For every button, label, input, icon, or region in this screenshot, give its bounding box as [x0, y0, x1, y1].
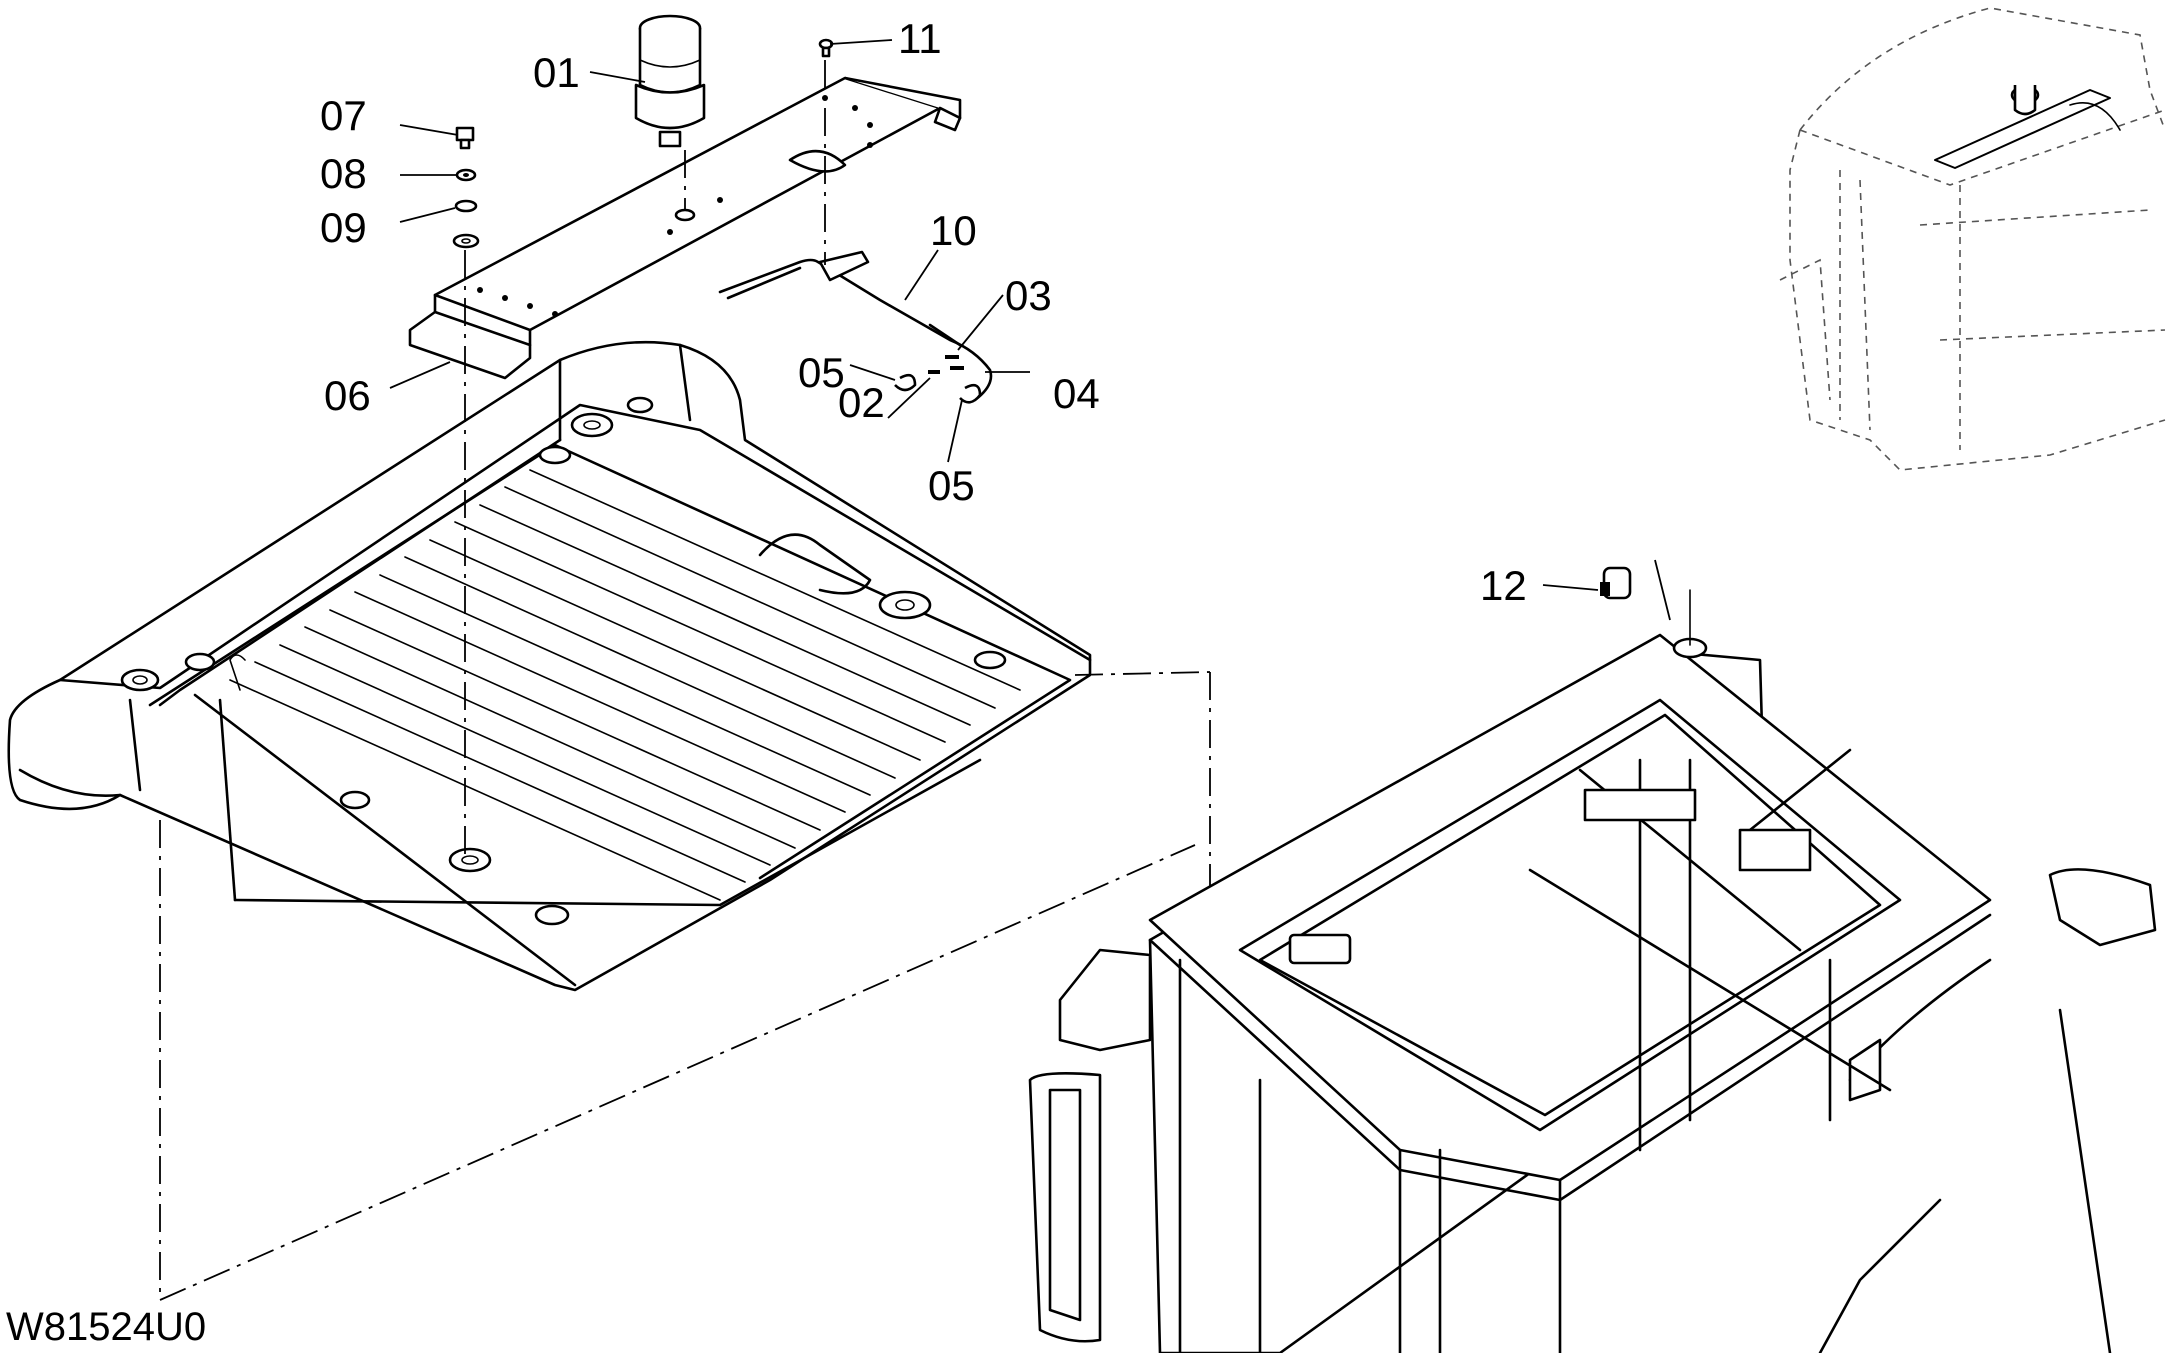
callout-05-lower: 05 [928, 462, 975, 509]
mounting-bracket [408, 76, 962, 380]
callout-06: 06 [324, 372, 371, 419]
cab-roof-panel [7, 340, 1092, 992]
bulb-socket [1600, 566, 1632, 600]
bolt-washer-stack [452, 126, 480, 249]
callout-11: 11 [898, 15, 942, 62]
screw [818, 38, 834, 58]
bracket-holes [477, 95, 873, 317]
callout-12: 12 [1480, 562, 1527, 609]
callout-02: 02 [838, 379, 885, 426]
callout-04: 04 [1053, 370, 1100, 417]
callout-09: 09 [320, 204, 367, 251]
callout-10: 10 [930, 207, 977, 254]
roof-ridges [218, 469, 1021, 907]
callout-07: 07 [320, 92, 367, 139]
drawing-id: W81524U0 [6, 1305, 206, 1349]
callout-08: 08 [320, 150, 367, 197]
beacon-lamp [634, 14, 706, 148]
wire-harness [718, 250, 993, 404]
projection-lines [159, 60, 1671, 1301]
leader-lines [389, 39, 1599, 591]
callout-05-upper: 05 [798, 349, 845, 396]
cab-frame [1028, 589, 2157, 1353]
location-thumbnail [1779, 7, 2166, 471]
roof-bosses [120, 396, 1007, 926]
callout-03: 03 [1005, 272, 1052, 319]
callout-01: 01 [533, 49, 580, 96]
